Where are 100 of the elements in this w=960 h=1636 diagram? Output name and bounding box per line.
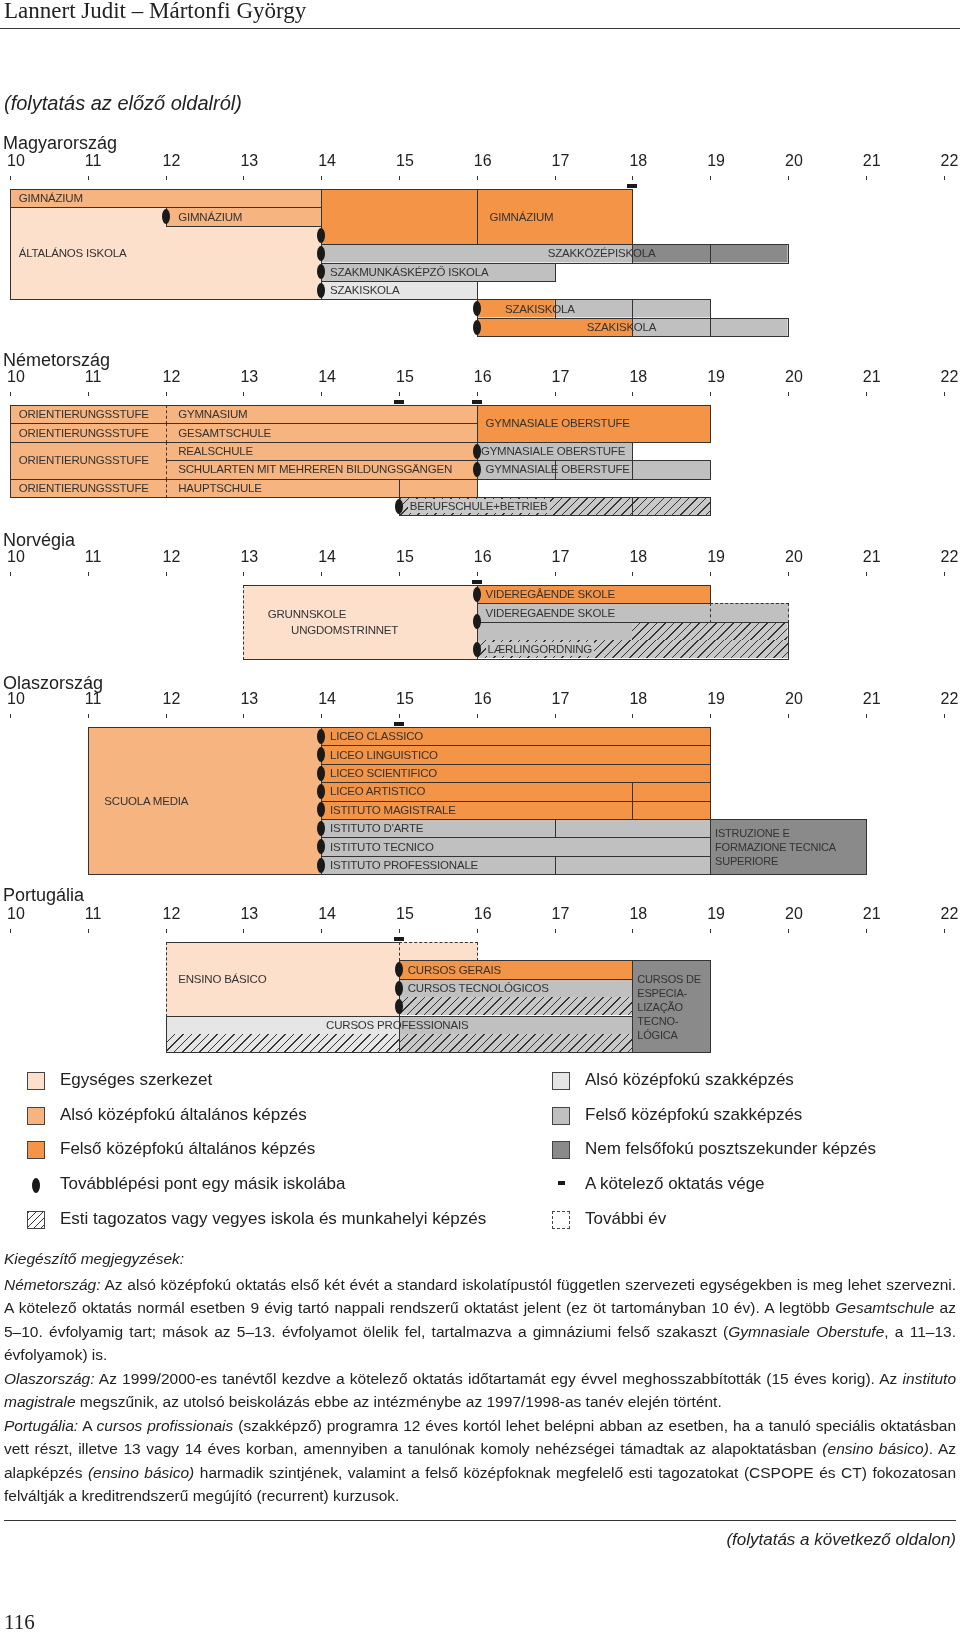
- axis-tick-label: 18: [629, 905, 648, 923]
- school-bar: [165, 1015, 634, 1054]
- axis-tick-label: 17: [551, 905, 570, 923]
- axis-tick-label: 12: [162, 905, 181, 923]
- axis-tick-label: 20: [785, 368, 803, 386]
- bar-label: SZAKISKOLA: [329, 283, 400, 298]
- school-bar: [10, 189, 323, 209]
- axis-tick-label: 13: [240, 548, 259, 566]
- axis-tick-label: 12: [162, 152, 181, 170]
- note-paragraph: Portugália: A cursos profissionais (szakképző) programra 12 éves kortól lehet belépni abban az esetben, ha a tanuló speciális oktatásban vett részt, illetve 13 vagy 14 éves korban, amennyiben a tanulónak komoly nehézségei támadtak az alapoktatásban (ensino básico). Az alapképzés (ensino básico) harmadik szintjének, valamint a felső középfoknak megfelelő esti tagozatokat (CSPOPE és CT) fokozatosan felváltják a kreditrendszerű megújító (recurrent) kurzusok.: [4, 1416, 956, 1507]
- continuation-note: (folytatás a következő oldalon): [726, 1530, 956, 1550]
- school-bar: [476, 317, 789, 338]
- extra-year-box: [710, 603, 789, 623]
- bar-label: GRUNNSKOLE: [267, 606, 347, 621]
- bar-label: ORIENTIERUNGSSTUFE: [18, 407, 149, 422]
- axis-tick-label: 18: [629, 690, 648, 708]
- axis-tick-label: 13: [240, 905, 259, 923]
- axis-tick-label: 20: [785, 690, 803, 708]
- axis-tick-label: 22: [940, 905, 959, 923]
- bar-label: CURSOS TECNOLÓGICOS: [407, 981, 549, 995]
- axis-tick-label: 11: [84, 548, 102, 566]
- school-bar: [10, 441, 167, 480]
- legend-label: Alsó középfokú szakképzés: [585, 1070, 794, 1090]
- bar-label: HAUPTSCHULE: [178, 480, 262, 495]
- bar-label: LICEO CLASSICO: [329, 729, 424, 744]
- axis-tick-label: 12: [162, 368, 181, 386]
- bar-label: GIMNÁZIUM: [178, 209, 243, 224]
- axis-tick-label: 17: [551, 152, 570, 170]
- axis-tick-label: 14: [318, 368, 336, 386]
- axis-tick-label: 13: [240, 152, 259, 170]
- axis-tick-label: 10: [7, 152, 25, 170]
- axis-tick-label: 16: [473, 905, 492, 923]
- axis-tick-label: 11: [84, 368, 102, 386]
- axis-tick-label: 17: [551, 368, 570, 386]
- axis-tick-label: 20: [785, 548, 803, 566]
- axis-tick-label: 17: [551, 690, 570, 708]
- bar-label: VIDEREGAENDE SKOLE: [485, 605, 615, 620]
- country-heading: Portugália: [3, 885, 85, 906]
- axis-tick-label: 10: [7, 905, 25, 923]
- axis-tick-label: 15: [396, 690, 414, 708]
- school-bar: [87, 727, 323, 876]
- bar-label: BERUFSCHULE+BETRIEB: [407, 499, 550, 514]
- axis-tick-label: 18: [629, 548, 648, 566]
- bar-label: ISTITUTO PROFESSIONALE: [329, 858, 479, 872]
- axis-tick-label: 15: [396, 548, 414, 566]
- extra-year-box: [399, 942, 478, 962]
- bar-label: GYMNASIUM: [178, 407, 248, 422]
- axis-tick-label: 13: [240, 368, 259, 386]
- school-bar: [10, 423, 167, 443]
- bar-label: LICEO SCIENTIFICO: [329, 766, 438, 780]
- bar-label: GESAMTSCHULE: [178, 425, 272, 440]
- axis-tick-label: 14: [318, 690, 336, 708]
- bar-label: CURSOS DE ESPECIA- LIZAÇÃO TECNO- LÓGICA: [637, 971, 702, 1043]
- legend-label: Felső középfokú szakképzés: [585, 1104, 803, 1125]
- note-paragraph: Németország: Az alsó középfokú oktatás első két évét a standard iskolatípustól független szervezeti egységekben is meg lehet szervezni. A kötelező oktatás normál esetben 9 évig tartó nappali rendszerű oktatást jelent (ez öt tartományban 10 év). A legtöbb Gesamtschule az 5–10. évfolyamig tart; mások az 5–13. évfolyamot ölelik fel, tartalmazva a gimnáziumi felső szakaszt (Gymnasiale Oberstufe, a 11–13. évfolyamok) is.: [4, 1275, 956, 1366]
- school-bar: [165, 942, 400, 1017]
- bar-label: ISTITUTO D'ARTE: [329, 821, 424, 836]
- axis-tick-label: 22: [940, 548, 959, 566]
- school-bar: [321, 244, 789, 264]
- school-bar: [476, 603, 712, 623]
- bar-label: ORIENTIERUNGSSTUFE: [18, 425, 149, 440]
- legend-label: Alsó középfokú általános képzés: [60, 1104, 307, 1125]
- bar-label: ISTITUTO TECNICO: [329, 839, 434, 854]
- school-bar: [399, 978, 634, 1017]
- legend-label: Esti tagozatos vagy vegyes iskola és munkahelyi képzés: [60, 1208, 487, 1229]
- school-bar: [321, 281, 478, 301]
- bar-label: GIMNÁZIUM: [18, 191, 83, 206]
- legend-label: Felső középfokú általános képzés: [60, 1139, 316, 1160]
- axis-tick-label: 15: [396, 152, 414, 170]
- bar-label: LICEO LINGUISTICO: [329, 747, 438, 762]
- axis-tick-label: 10: [7, 368, 25, 386]
- axis-tick-label: 19: [707, 152, 725, 170]
- bar-label: SCUOLA MEDIA: [104, 793, 189, 808]
- axis-tick-label: 20: [785, 905, 803, 923]
- legend-label: Nem felsőfokú posztszekunder képzés: [585, 1139, 877, 1160]
- school-bar: [165, 423, 478, 443]
- school-bar: [10, 405, 167, 425]
- bar-label: SCHULARTEN MIT MEHREREN BILDUNGSGÄNGEN: [178, 462, 453, 477]
- legend-label: További év: [585, 1208, 667, 1229]
- school-bar: [321, 189, 634, 246]
- bar-label: ORIENTIERUNGSSTUFE: [18, 480, 149, 495]
- axis-tick-label: 19: [707, 905, 725, 923]
- axis-tick-label: 22: [940, 368, 959, 386]
- axis-tick-label: 21: [862, 152, 881, 170]
- axis-tick-label: 16: [473, 368, 492, 386]
- axis-tick-label: 10: [7, 690, 25, 708]
- continuation-note: (folytatás az előző oldalról): [4, 92, 242, 115]
- school-bar: [10, 478, 167, 498]
- school-bar: [321, 837, 712, 857]
- axis-tick-label: 19: [707, 368, 725, 386]
- axis-tick-label: 12: [162, 690, 181, 708]
- axis-tick-label: 15: [396, 368, 414, 386]
- legend-label: Egységes szerkezet: [60, 1070, 213, 1090]
- bar-label: ÁLTALÁNOS ISKOLA: [18, 246, 127, 261]
- axis-tick-label: 21: [862, 548, 881, 566]
- bar-label: UNGDOMSTRINNET: [291, 623, 399, 638]
- bar-label: GYMNASIALE OBERSTUFE: [485, 416, 630, 431]
- axis-tick-label: 18: [629, 152, 648, 170]
- school-bar: [710, 819, 867, 876]
- axis-tick-label: 21: [862, 905, 881, 923]
